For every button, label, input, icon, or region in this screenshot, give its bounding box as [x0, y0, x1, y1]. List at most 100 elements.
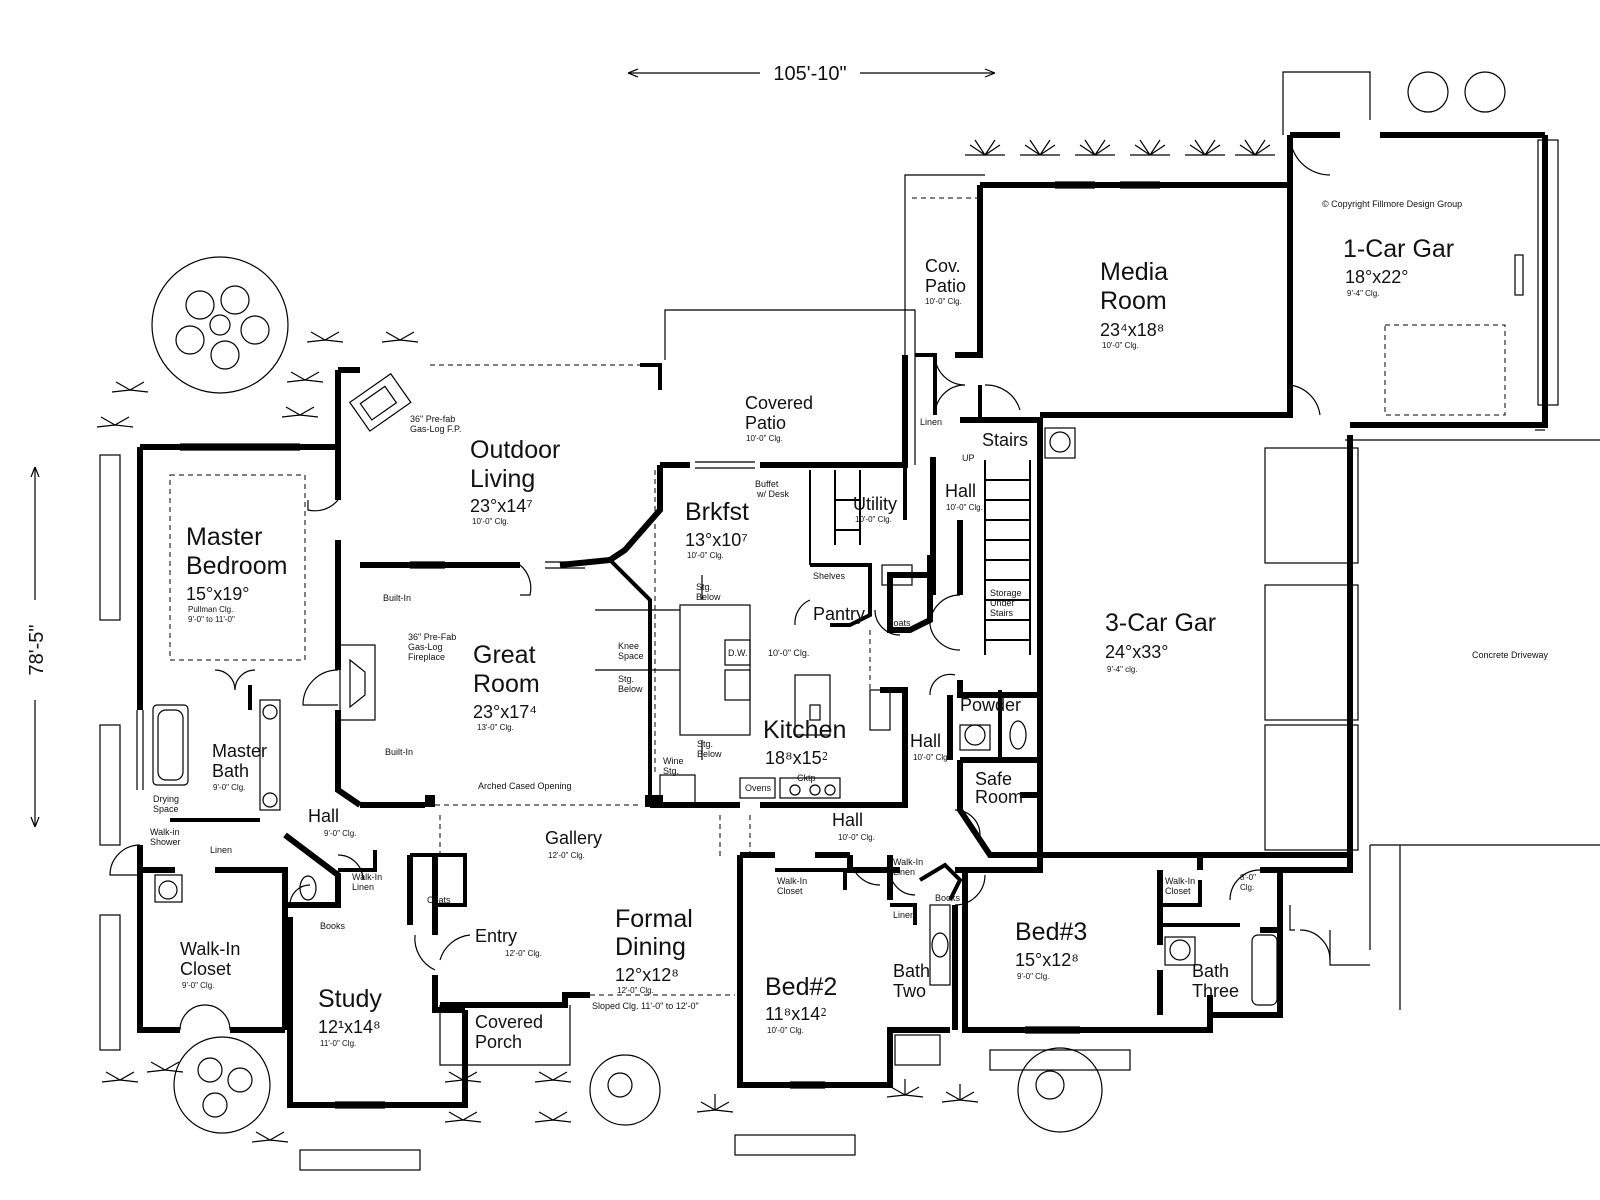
note-walk-in-closet: Walk-In: [1165, 876, 1195, 886]
room-hall-kitchen: Hall 10'-0" Clg.: [910, 731, 950, 762]
ceiling-note: 10'-0" Clg.: [746, 434, 783, 443]
room-name: Bedroom: [186, 552, 287, 580]
note-linen: Linen: [893, 910, 915, 920]
room-name: Two: [893, 981, 926, 1001]
patio-outlines: [439, 71, 1600, 1066]
round-shrub-icon: [173, 1036, 271, 1134]
ceiling-note: 9'-0" Clg.: [1017, 972, 1049, 981]
walls: [137, 132, 1548, 1108]
room-name: Bed#3: [1015, 918, 1087, 946]
copyright-note: © Copyright Fillmore Design Group: [1322, 199, 1462, 209]
note-wine: Wine: [663, 756, 684, 766]
note-built-in: Built-In: [383, 593, 411, 603]
room-size: 23⁴x18⁸: [1100, 320, 1164, 340]
ceiling-note: 10'-0" Clg.: [913, 753, 950, 762]
room-outdoor-living: Outdoor Living 23°x14⁷ 10'-0" Clg.: [470, 436, 560, 526]
fixtures: [152, 372, 1278, 1066]
ceiling-note: 10'-0" Clg.: [687, 551, 724, 560]
ceiling-note: 12'-0" Clg.: [548, 851, 585, 860]
note-kitchen-clg: 10'-0" Clg.: [768, 648, 809, 658]
kitchen-island-2: [794, 674, 831, 736]
room-stairs: Stairs UP: [962, 430, 1028, 463]
note-storage-below: Stg.: [618, 674, 634, 684]
dashed-lines: [169, 364, 871, 860]
room-walk-in-closet: Walk-In Closet 9'-0" Clg.: [180, 939, 240, 990]
room-name: Bath: [893, 961, 930, 981]
ceiling-note: 9'-0" Clg.: [324, 829, 356, 838]
driveway-label: Concrete Driveway: [1472, 650, 1549, 660]
room-size: 23°x17⁴: [473, 702, 537, 722]
room-safe-room: Safe Room: [975, 769, 1023, 807]
room-great-room: Great Room 23°x17⁴ 13'-0" Clg.: [473, 641, 540, 732]
room-name: Media: [1100, 258, 1168, 286]
room-name: Stairs: [982, 430, 1028, 450]
room-covered-patio: Covered Patio 10'-0" Clg.: [745, 393, 813, 443]
ceiling-note: 12'-0" Clg.: [617, 986, 654, 995]
room-pantry: Pantry: [813, 604, 865, 624]
ceiling-note: 9'-4" clg.: [1107, 665, 1138, 674]
room-cov-patio: Cov. Patio 10'-0" Clg.: [925, 256, 966, 306]
room-size: 18°x22°: [1345, 267, 1408, 287]
note-storage-below: Below: [696, 592, 721, 602]
note-knee-space: Knee: [618, 641, 639, 651]
note-walk-in-closet: Walk-In: [777, 876, 807, 886]
room-name: Patio: [925, 276, 966, 296]
room-name: Hall: [832, 810, 863, 830]
note-built-in: Built-In: [385, 747, 413, 757]
room-name: Living: [470, 465, 535, 493]
room-size: 12¹x14⁸: [318, 1017, 381, 1037]
room-name: 3-Car Gar: [1105, 609, 1216, 637]
note-storage-below: Below: [618, 684, 643, 694]
room-name: Dining: [615, 933, 686, 961]
room-name: Covered: [475, 1012, 543, 1032]
hedge-border: [99, 139, 1559, 1171]
note-fireplace: Gas-Log F.P.: [410, 424, 461, 434]
room-name: Room: [1100, 287, 1167, 315]
note-coats: Coats: [887, 618, 911, 628]
room-name: Outdoor: [470, 436, 560, 464]
ceiling-note: Clg.: [1240, 883, 1254, 892]
room-name: Room: [975, 787, 1023, 807]
note-storage: Under: [990, 598, 1015, 608]
note-walk-in-closet: Closet: [1165, 886, 1191, 896]
note-linen: Linen: [920, 417, 942, 427]
ceiling-note: 11'-0" Clg.: [320, 1039, 356, 1048]
room-kitchen: Kitchen 18⁸x15⁲: [763, 716, 846, 768]
room-name: Hall: [945, 481, 976, 501]
note-knee-space: Space: [618, 651, 644, 661]
room-three-car-gar: 3-Car Gar 24°x33° 9'-4" clg.: [1105, 609, 1216, 674]
stairs-up-label: UP: [962, 453, 975, 463]
room-entry: Entry 12'-0" Clg.: [475, 926, 542, 958]
fireplace-icon: [348, 372, 412, 432]
note-fireplace: 36" Pre-Fab: [408, 632, 456, 642]
room-powder: Powder: [960, 695, 1021, 715]
room-name: Porch: [475, 1032, 522, 1052]
note-books: Books: [320, 921, 346, 931]
room-size: 23°x14⁷: [470, 496, 533, 516]
room-hall-bed3: 8'-0" Clg.: [1240, 873, 1256, 892]
ceiling-note: 10'-0" Clg.: [1102, 341, 1139, 350]
bathtub-icon: [152, 704, 189, 786]
note-walk-in-linen: Walk-In: [893, 857, 923, 867]
tree-icon: [589, 71, 1506, 1133]
room-bath-three: Bath Three: [1192, 961, 1239, 1001]
room-name: Walk-In: [180, 939, 240, 959]
room-name: Covered: [745, 393, 813, 413]
room-name: Patio: [745, 413, 786, 433]
large-shrub-icon: [151, 256, 289, 394]
room-bed2: Bed#2 11⁸x14⁲ 10'-0" Clg.: [765, 973, 837, 1035]
room-hall-left: Hall 9'-0" Clg.: [308, 806, 356, 838]
room-name: Utility: [853, 494, 897, 514]
note-cooktop: Cktp: [797, 773, 816, 783]
room-one-car-gar: © Copyright Fillmore Design Group 1-Car …: [1322, 199, 1462, 298]
plan-notes: 36" Pre-fab Gas-Log F.P. 36" Pre-Fab Gas…: [150, 414, 1195, 1011]
room-name: Kitchen: [763, 716, 846, 744]
room-size: 12°x12⁸: [615, 965, 679, 985]
note-storage-below: Stg.: [696, 582, 712, 592]
note-walk-in-linen: Linen: [893, 867, 915, 877]
note-storage-below: Below: [697, 749, 722, 759]
room-name: Hall: [910, 731, 941, 751]
width-dimension: 105'-10": [627, 63, 996, 85]
room-name: Study: [318, 985, 382, 1013]
